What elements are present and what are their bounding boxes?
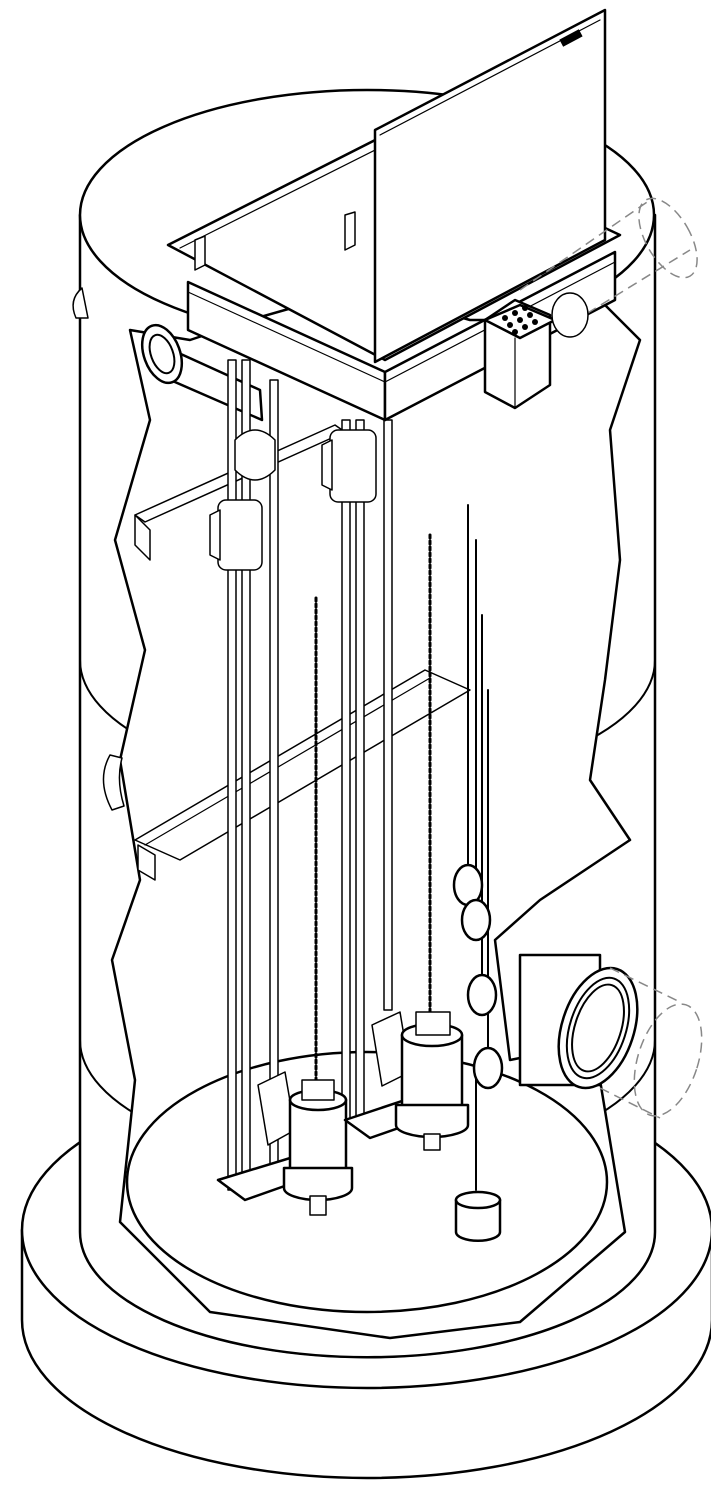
- check-valves: [209, 429, 377, 571]
- inlet-hub: [518, 953, 703, 1119]
- float-switches: [452, 504, 504, 1243]
- pump-2: [343, 1011, 470, 1151]
- junction-box: [483, 298, 557, 410]
- phantom-outlet: [519, 197, 698, 338]
- pump-1: [216, 1071, 354, 1216]
- hatch-lid: [373, 8, 607, 364]
- basin-lifting-lugs: [72, 287, 125, 811]
- lift-chains: [314, 533, 432, 1090]
